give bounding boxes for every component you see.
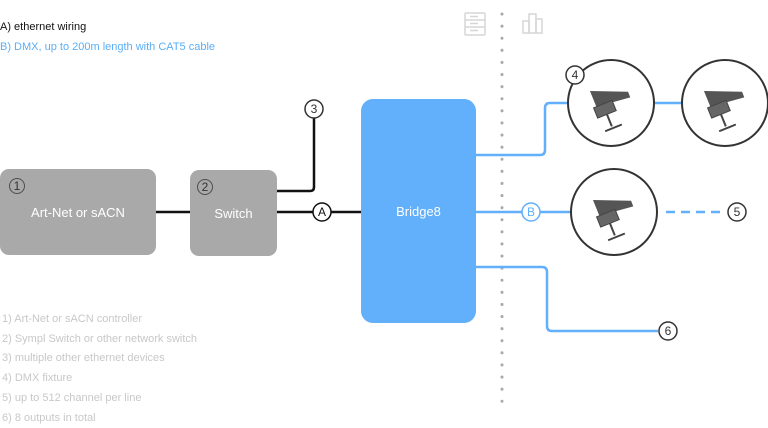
controller-box: Art-Net or sACN xyxy=(0,169,156,255)
spotlight-fixture-icon xyxy=(589,91,631,133)
marker-5-label: 5 xyxy=(734,205,741,219)
marker-5: 5 xyxy=(727,202,747,222)
spotlight-fixture-icon xyxy=(592,200,634,242)
legend-dmx: B) DMX, up to 200m length with CAT5 cabl… xyxy=(0,41,216,53)
spotlight-fixture-icon xyxy=(703,91,745,133)
dmx-fixture-1 xyxy=(567,59,655,147)
footnote-item: 5) up to 512 channel per line xyxy=(2,391,142,404)
marker-1: 1 xyxy=(9,178,25,194)
marker-6-label: 6 xyxy=(665,324,672,338)
server-rack-icon xyxy=(464,12,486,36)
bridge-label: Bridge8 xyxy=(396,203,441,219)
bridge-box: Bridge8 xyxy=(361,99,476,323)
marker-2: 2 xyxy=(197,179,213,195)
dmx-fixture-3 xyxy=(570,168,658,256)
marker-4-label: 4 xyxy=(572,68,579,82)
controller-label: Art-Net or sACN xyxy=(31,204,125,220)
building-icon xyxy=(522,13,543,34)
wire-marker-a: A xyxy=(312,202,332,222)
marker-4: 4 xyxy=(565,65,585,85)
wire-marker-b: B xyxy=(521,202,541,222)
dmx-fixture-2 xyxy=(681,59,768,147)
footnote-item: 6) 8 outputs in total xyxy=(2,411,96,424)
marker-6: 6 xyxy=(658,321,678,341)
footnote-item: 3) multiple other ethernet devices xyxy=(2,352,165,365)
footnotes: 1) Art-Net or sACN controller 2) Sympl S… xyxy=(2,310,197,428)
switch-label: Switch xyxy=(214,205,253,221)
dmx-wires xyxy=(476,101,722,333)
footnote-item: 1) Art-Net or sACN controller xyxy=(2,313,142,325)
legend-ethernet: A) ethernet wiring xyxy=(0,21,87,33)
marker-3-label: 3 xyxy=(311,102,318,116)
wire-marker-b-label: B xyxy=(527,205,535,219)
ethernet-wires xyxy=(156,118,361,214)
footnote-item: 4) DMX fixture xyxy=(2,372,73,385)
marker-3: 3 xyxy=(304,99,324,119)
wire-marker-a-label: A xyxy=(318,205,326,219)
footnote-item: 2) Sympl Switch or other network switch xyxy=(2,332,198,345)
